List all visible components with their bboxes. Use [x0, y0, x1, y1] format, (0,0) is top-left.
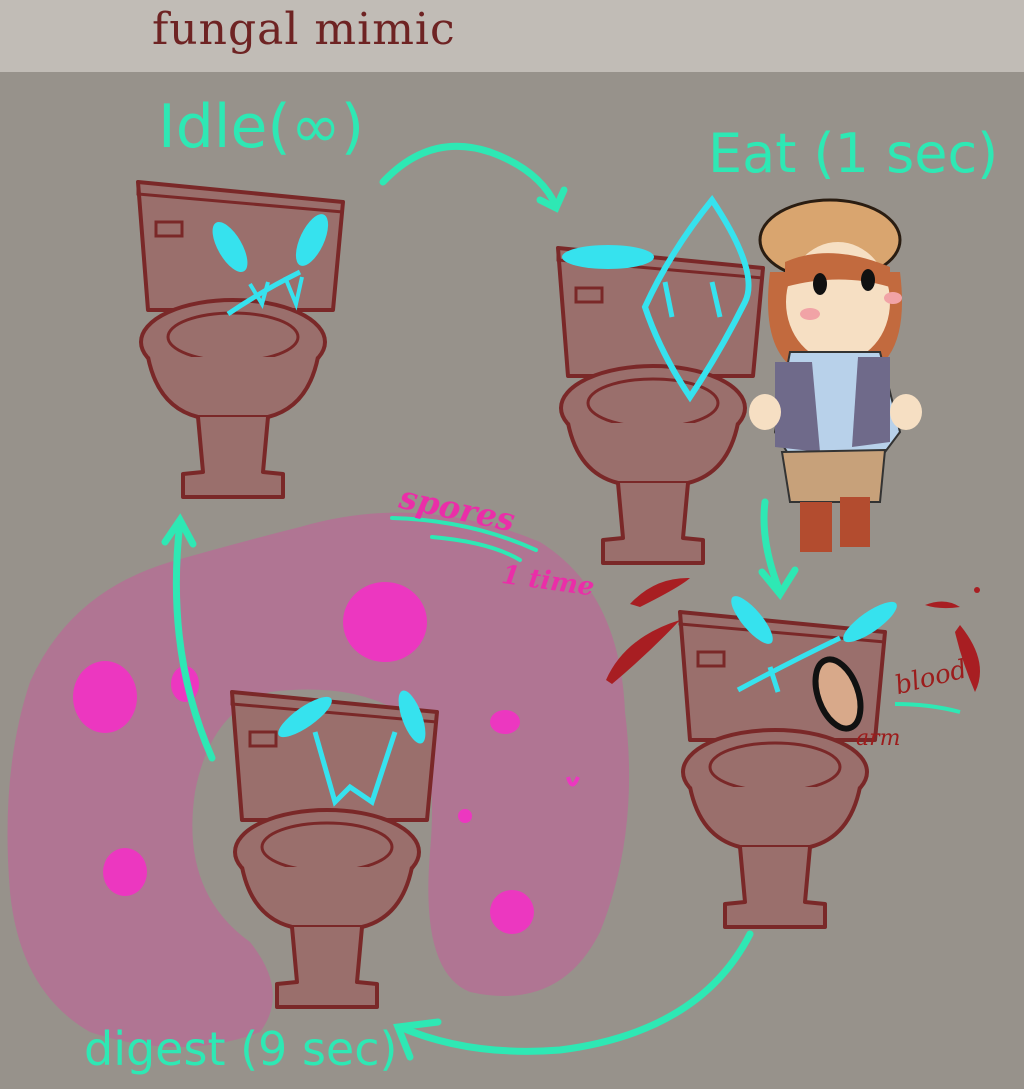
arrow-idle-to-eat [379, 142, 560, 210]
state-label-idle: Idle(∞) [158, 92, 365, 162]
toilet-eat [556, 246, 765, 565]
page-title: fungal mimic [152, 4, 456, 55]
toilet-digesting-victim [678, 610, 887, 929]
state-label-eat: Eat (1 sec) [708, 122, 999, 185]
toilet-digest [230, 690, 439, 1009]
victim-character [749, 198, 922, 552]
blood-underline [894, 702, 961, 714]
arm-label: arm [856, 726, 901, 751]
arrow-eat-to-eating [760, 498, 784, 596]
spore-dots [73, 582, 580, 934]
eat-eyes [562, 194, 752, 403]
blood-splatter [606, 577, 980, 692]
title-bar: fungal mimic [0, 0, 1024, 72]
eating-eyes [731, 596, 897, 732]
spores-underline [390, 516, 538, 562]
idle-eyes [212, 214, 329, 317]
state-diagram [7, 142, 980, 1061]
digest-eyes [278, 690, 426, 807]
victim-arm [812, 656, 864, 732]
arrow-digest-to-idle [172, 518, 216, 762]
arrow-eating-to-digest [396, 930, 754, 1055]
spore-cloud [7, 512, 630, 1047]
transition-arrows [161, 142, 799, 1061]
state-label-digest: digest (9 sec) [84, 1022, 398, 1076]
